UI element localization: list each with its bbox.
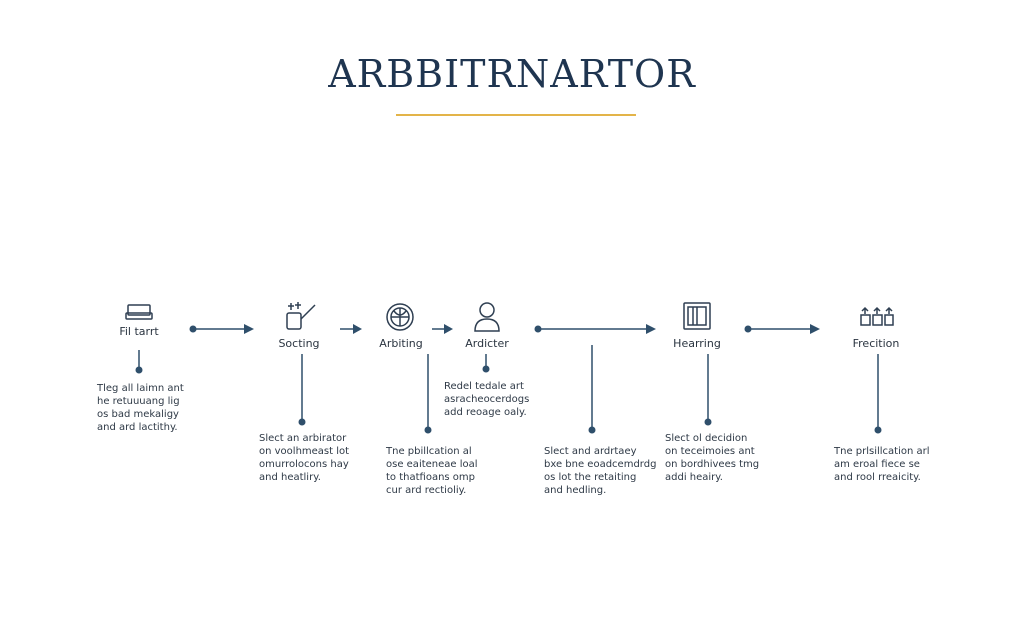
document-book-icon [683, 302, 711, 330]
person-icon [474, 302, 500, 332]
connectors [135, 324, 882, 434]
arrowhead [444, 324, 453, 334]
drop-dot [874, 426, 882, 434]
arrowhead [646, 324, 656, 334]
tray-icon [125, 304, 153, 320]
arrowhead [244, 324, 254, 334]
drop-dot [424, 426, 432, 434]
diagram-title: ARBBITRNARTOR [328, 52, 696, 96]
globe-icon [386, 303, 414, 331]
step-description-4: Redel tedale art asracheocerdogs add reo… [444, 381, 530, 418]
arrowhead [810, 324, 820, 334]
step-description-3: Tne pbillcation al ose eaiteneae loal to… [386, 446, 478, 496]
drop-dot [298, 418, 306, 426]
drop-dot [482, 365, 490, 373]
step-label-hearing: Hearring [673, 337, 721, 350]
step-label-file-start: Fil tarrt [119, 325, 159, 338]
arrowhead [353, 324, 362, 334]
step-description-7: Tne prlsillcation arl am eroal fiece se … [834, 446, 930, 483]
step-label-decision: Frecition [852, 337, 900, 350]
step-description-2: Slect an arbirator on voolhmeast lot omu… [259, 433, 350, 483]
drop-dot [704, 418, 712, 426]
step-label-selecting: Socting [278, 337, 320, 350]
step-label-arbiting: Arbiting [379, 337, 423, 350]
tools-icon [286, 302, 316, 330]
drop-dot [588, 426, 596, 434]
title-underline [396, 114, 636, 116]
step-description-6: Slect ol decidion on teceimoies ant on b… [665, 433, 760, 483]
step-label-arbiter: Ardicter [465, 337, 509, 350]
step-description-1: Tleg all laimn ant he retuuuang lig os b… [97, 383, 184, 433]
step-description-5: Slect and ardrtaey bxe bne eoadcemdrdg o… [544, 446, 657, 496]
boxes-icon [860, 306, 894, 326]
drop-dot [135, 366, 143, 374]
